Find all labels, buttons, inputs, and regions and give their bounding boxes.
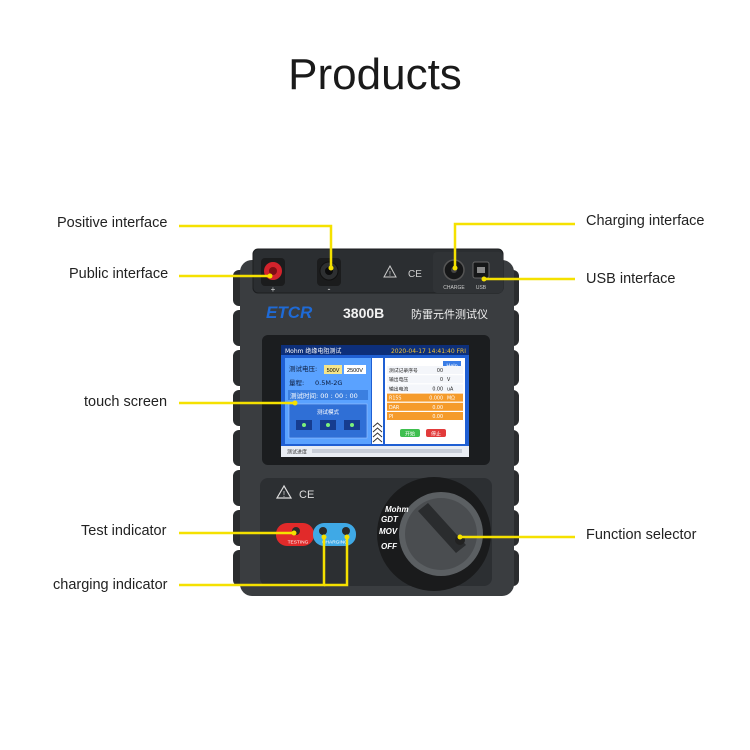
ce-mark-top: CE	[408, 269, 422, 280]
progress-bar	[312, 449, 462, 453]
test-voltage-label: 测试电压:	[289, 364, 317, 373]
screen-row-value: 0	[440, 377, 443, 383]
progress-column	[372, 358, 383, 444]
warning-icon: !	[383, 264, 397, 278]
screen-row	[387, 384, 463, 393]
screen-row-label: R15S	[389, 396, 401, 402]
screen-row-unit: uA	[447, 386, 454, 392]
voltage-option-500[interactable]	[324, 365, 342, 374]
svg-text:!: !	[389, 271, 391, 278]
callout-dots	[267, 265, 487, 540]
screen-row-value: 0.00	[432, 414, 443, 420]
dial-knob	[418, 503, 466, 553]
start-button[interactable]	[400, 429, 420, 437]
ce-mark-lower: CE	[299, 489, 314, 501]
test-time-bar	[288, 390, 368, 400]
charging-interface-line	[453, 222, 575, 268]
start-button-label: 开始	[405, 431, 415, 438]
callout-positive-interface: Positive interface	[57, 215, 168, 231]
callout-test-indicator: Test indicator	[81, 523, 167, 539]
mode-indicator-1	[302, 423, 306, 427]
range-label: 量程:	[289, 378, 304, 387]
screen-row-label: 输出电流	[389, 385, 408, 392]
device-name: 防雷元件测试仪	[411, 307, 488, 321]
page-title: Products	[288, 50, 462, 99]
screen-row-label: 输出电压	[389, 376, 408, 383]
screen-row-value: 0.000	[429, 396, 443, 402]
screen-footer-label: 测试进度	[287, 449, 307, 456]
screen-row-label: DAR	[389, 405, 400, 411]
callout-touch-screen: touch screen	[84, 394, 168, 410]
voltage-option-2500[interactable]	[344, 365, 366, 374]
model-label: 3800B	[343, 305, 384, 321]
charging-led-1	[319, 527, 327, 535]
dial-position-off: OFF	[381, 542, 398, 551]
mode-indicator-3	[350, 423, 354, 427]
voltage-option-500-label: 500V	[327, 368, 340, 374]
plus-mark: +	[271, 285, 276, 294]
charge-label: CHARGE	[443, 285, 465, 291]
voltage-option-2500-label: 2500V	[347, 368, 363, 374]
minus-mark: -	[328, 284, 331, 294]
dial-position-mohm: Mohm	[385, 505, 409, 514]
test-time: 测试时间: 00 : 00 : 00	[290, 391, 358, 400]
public-terminal	[317, 258, 341, 286]
screen-header-right: 2020-04-17 14:41:40 FRI	[391, 348, 466, 355]
range-value: 0.5M-2G	[315, 379, 342, 387]
charging-indicator-line-2	[324, 537, 349, 587]
screen-row-label: PI	[389, 414, 393, 420]
charging-label: CHARGING	[322, 540, 348, 546]
usb-label: USB	[476, 285, 487, 291]
screen-row-value: 0.00	[432, 386, 443, 392]
screen-row-label: 测试记录序号	[389, 367, 418, 374]
positive-interface-line	[179, 224, 333, 268]
screen-row	[387, 393, 463, 402]
callout-lines	[179, 222, 575, 587]
callout-charging-interface: Charging interface	[586, 213, 705, 229]
screen-row	[387, 366, 463, 374]
svg-text:!: !	[283, 490, 285, 499]
screen-row	[387, 375, 463, 384]
testing-label: TESTING	[288, 540, 309, 546]
warning-icon-lower: !	[275, 484, 293, 499]
charging-led-2	[342, 527, 350, 535]
callout-public-interface: Public interface	[69, 266, 169, 282]
callout-charging-indicator: charging indicator	[53, 577, 168, 593]
stop-button[interactable]	[426, 429, 446, 437]
callout-function-selector: Function selector	[586, 527, 697, 543]
screen-header	[281, 345, 469, 355]
screen-row-value: 00	[437, 368, 443, 374]
stop-button-label: 停止	[431, 431, 441, 438]
mode-indicator-2	[326, 423, 330, 427]
chevron-up-icon	[372, 422, 383, 443]
mode-label: 测试模式	[317, 408, 340, 416]
dial-position-gdt: GDT	[381, 515, 399, 524]
screen-row-unit: V	[447, 377, 451, 383]
screen-row	[387, 412, 463, 420]
help-button[interactable]	[443, 361, 461, 369]
dial-position-mov: MOV	[379, 527, 398, 536]
usb-port	[472, 261, 490, 279]
screen-row-unit: MΩ	[447, 396, 455, 402]
brand-logo: ETCR	[266, 303, 313, 322]
positive-terminal	[261, 258, 285, 286]
callout-usb-interface: USB interface	[586, 271, 676, 287]
screen-row	[387, 402, 463, 411]
screen-row-value: 0.00	[432, 405, 443, 411]
screen-header-left: Mohm 绝缘电阻测试	[285, 347, 341, 355]
